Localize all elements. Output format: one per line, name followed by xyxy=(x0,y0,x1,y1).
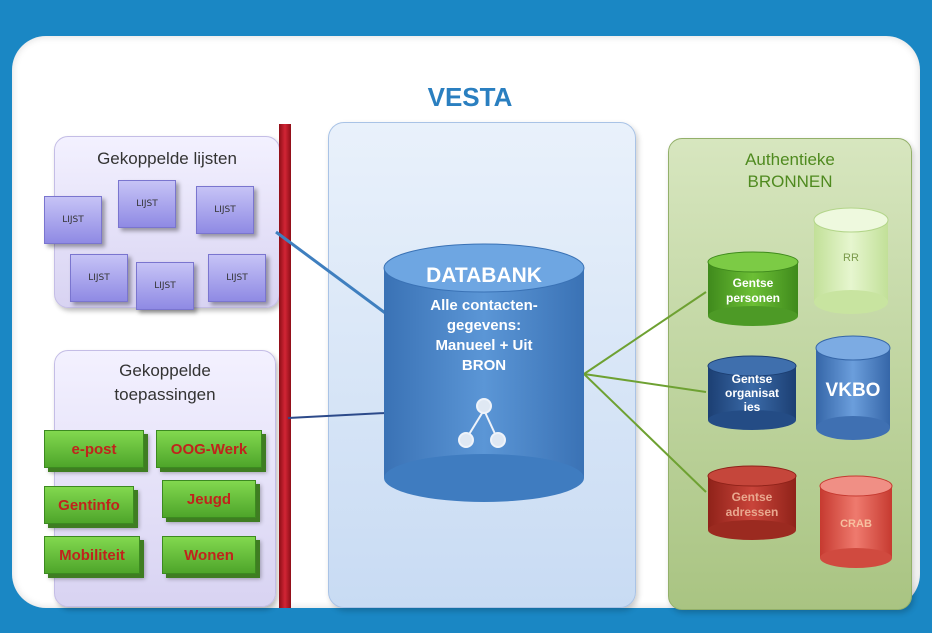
panel-toep-title-line2: toepassingen xyxy=(114,385,216,404)
gentse-personen-label: Gentse personen xyxy=(708,276,798,306)
app-box: e-post xyxy=(44,430,144,468)
connector-databank-adressen xyxy=(583,373,707,493)
databank-line1: Alle contacten- xyxy=(430,297,538,314)
databank-line3: Manueel + Uit xyxy=(435,337,533,354)
separator-bar xyxy=(279,124,291,608)
databank-line4: BRON xyxy=(461,357,507,374)
bronnen-title-line1: Authentieke xyxy=(745,150,835,169)
app-box: Jeugd xyxy=(162,480,256,518)
lijst-box: LIJST xyxy=(44,196,102,244)
app-box: Wonen xyxy=(162,536,256,574)
bronnen-title: Authentieke BRONNEN xyxy=(669,149,911,193)
adressen-line2: adressen xyxy=(725,505,779,519)
app-box: Mobiliteit xyxy=(44,536,140,574)
lijst-box: LIJST xyxy=(70,254,128,302)
app-box: OOG-Werk xyxy=(156,430,262,468)
connector-databank-personen xyxy=(583,291,707,375)
crab-cylinder xyxy=(819,475,893,568)
rr-label: RR xyxy=(843,252,859,264)
lijst-box: LIJST xyxy=(208,254,266,302)
vkbo-cylinder xyxy=(815,335,891,440)
gentse-organisaties-label: Gentse organisat ies xyxy=(708,372,796,414)
gentse-personen-cylinder xyxy=(707,251,799,326)
organisaties-line3: ies xyxy=(743,400,761,414)
databank-title: DATABANK xyxy=(426,264,542,287)
organisaties-line2: organisat xyxy=(724,386,779,400)
lijst-box: LIJST xyxy=(136,262,194,310)
bronnen-title-line2: BRONNEN xyxy=(747,172,833,191)
adressen-line1: Gentse xyxy=(731,490,773,504)
diagram-title: VESTA xyxy=(427,82,513,112)
lijst-box: LIJST xyxy=(118,180,176,228)
rr-cylinder xyxy=(813,207,889,314)
gentse-adressen-cylinder xyxy=(707,465,797,540)
connector-databank-organisaties xyxy=(583,373,707,393)
vkbo-label: VKBO xyxy=(825,380,881,401)
network-icon xyxy=(458,398,506,448)
panel-toep-title-line1: Gekoppelde xyxy=(119,361,211,380)
lijst-box: LIJST xyxy=(196,186,254,234)
panel-lijsten-title: Gekoppelde lijsten xyxy=(97,149,237,168)
databank-description: Alle contacten- gegevens: Manueel + Uit … xyxy=(384,296,584,376)
connector-lijsten-databank xyxy=(275,230,393,320)
organisaties-line1: Gentse xyxy=(731,372,773,386)
crab-label: CRAB xyxy=(840,518,872,530)
app-box: Gentinfo xyxy=(44,486,134,524)
databank-cylinder xyxy=(383,243,585,502)
gentse-adressen-label: Gentse adressen xyxy=(708,490,796,520)
personen-line1: Gentse xyxy=(732,276,774,290)
personen-line2: personen xyxy=(725,291,780,305)
databank-line2: gegevens: xyxy=(446,317,522,334)
gentse-organisaties-cylinder xyxy=(707,355,797,430)
